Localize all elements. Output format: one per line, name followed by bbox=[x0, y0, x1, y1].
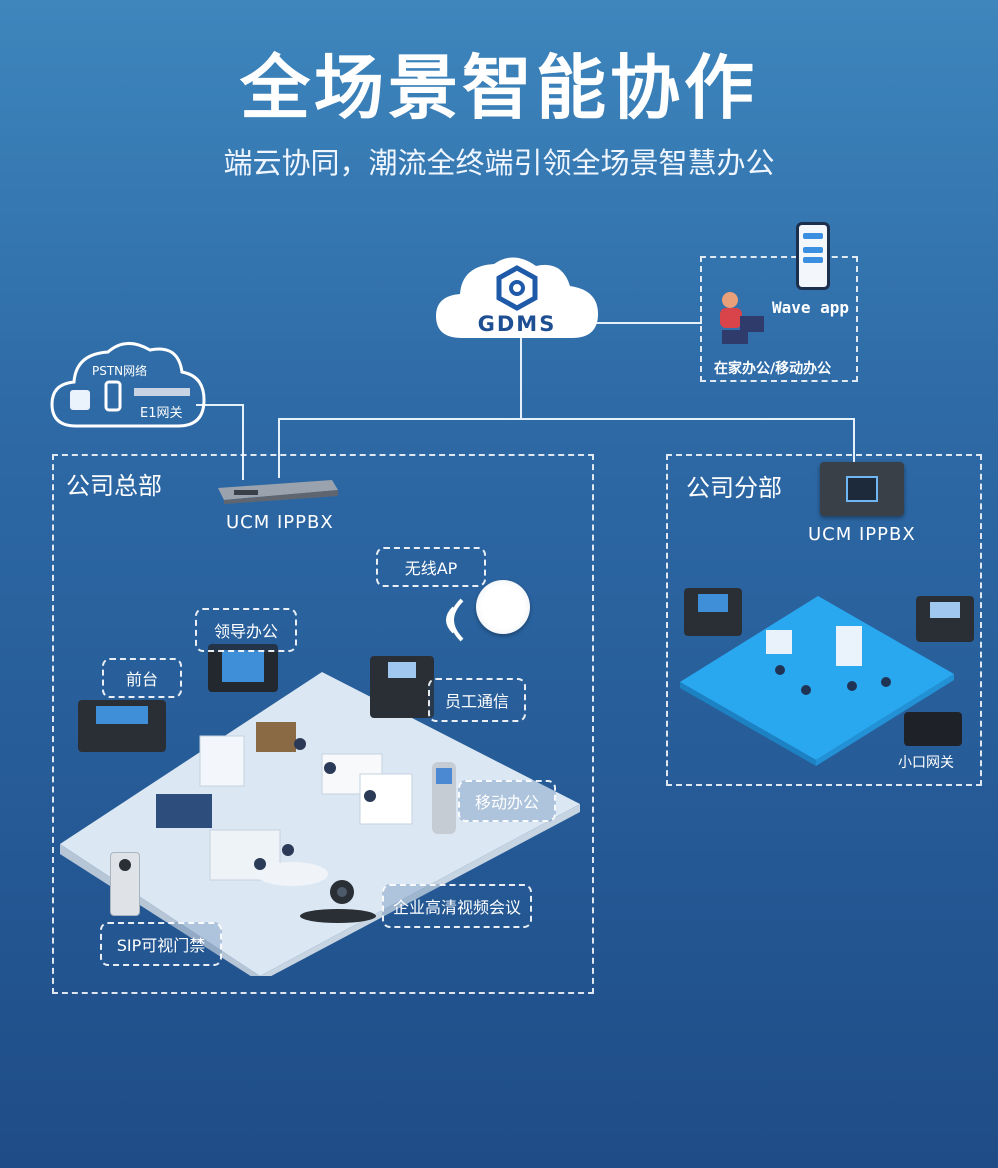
connector-line bbox=[520, 336, 522, 420]
branch-pbx-label: UCM IPPBX bbox=[808, 524, 916, 545]
hq-label: 公司总部 bbox=[66, 472, 162, 500]
conference-camera bbox=[298, 874, 378, 924]
connector-line bbox=[196, 404, 242, 406]
connector-line bbox=[278, 418, 854, 420]
page-subtitle: 端云协同，潮流全终端引领全场景智慧办公 bbox=[223, 146, 775, 180]
hq-box bbox=[52, 454, 594, 994]
remote-work-box bbox=[700, 256, 858, 382]
pstn-network-label: PSTN网络 bbox=[92, 364, 148, 378]
reception-phone bbox=[78, 700, 166, 752]
page-title: 全场景智能协作 bbox=[240, 47, 758, 129]
hq-pbx-device bbox=[212, 478, 340, 504]
door-station bbox=[110, 852, 140, 916]
tag-sip-door: SIP可视门禁 bbox=[100, 922, 222, 966]
cloud-icon bbox=[436, 257, 598, 338]
video-phone-leader bbox=[208, 644, 278, 692]
mobile-handset bbox=[432, 762, 456, 834]
branch-floor-illustration bbox=[676, 590, 956, 766]
branch-phone-left bbox=[684, 588, 742, 636]
wifi-signal-icon bbox=[438, 594, 468, 646]
tag-mobile-office: 移动办公 bbox=[458, 780, 556, 822]
pstn-cloud: PSTN网络 E1网关 bbox=[48, 332, 208, 432]
home-worker-illustration bbox=[712, 286, 768, 348]
small-gateway-device bbox=[904, 712, 962, 746]
tag-wireless-ap: 无线AP bbox=[376, 547, 486, 587]
connector-line bbox=[242, 404, 244, 480]
branch-phone-right bbox=[916, 596, 974, 642]
e1-gateway-label: E1网关 bbox=[140, 406, 183, 421]
wave-app-label: Wave app bbox=[772, 298, 850, 317]
tag-reception: 前台 bbox=[102, 658, 182, 698]
tag-video-conference: 企业高清视频会议 bbox=[382, 884, 532, 928]
small-gateway-label: 小口网关 bbox=[898, 755, 954, 771]
tag-leader-office: 领导办公 bbox=[195, 608, 297, 652]
tag-staff-comm: 员工通信 bbox=[428, 678, 526, 722]
branch-box bbox=[666, 454, 982, 786]
cloud-outline-icon bbox=[50, 342, 206, 428]
branch-pbx-device bbox=[820, 462, 904, 516]
smartphone-icon bbox=[796, 222, 830, 290]
remote-caption: 在家办公/移动办公 bbox=[714, 361, 832, 377]
connector-line bbox=[853, 418, 855, 464]
hq-pbx-label: UCM IPPBX bbox=[226, 512, 334, 533]
gdms-cloud: GDMS bbox=[432, 252, 602, 344]
gdms-label: GDMS bbox=[477, 312, 557, 336]
access-point-icon bbox=[476, 580, 530, 634]
staff-phone bbox=[370, 656, 434, 718]
connector-line bbox=[278, 418, 280, 478]
branch-label: 公司分部 bbox=[686, 474, 782, 502]
connector-line bbox=[596, 322, 702, 324]
hq-floor-illustration bbox=[60, 664, 580, 982]
